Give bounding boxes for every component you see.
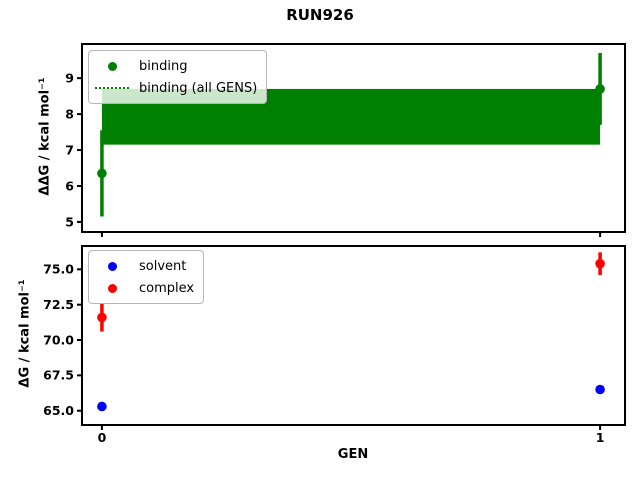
- top-y-axis-label: ΔΔG / kcal mol⁻¹: [37, 77, 53, 196]
- x-tick-label: 0: [98, 430, 107, 445]
- legend-label: solvent: [139, 258, 187, 274]
- y-tick-label: 8: [65, 106, 74, 121]
- y-tick-label: 7: [65, 142, 74, 157]
- circle-marker-icon: [95, 61, 129, 71]
- solvent-point-1: [595, 384, 605, 395]
- legend-item-binding-all-gens-: binding (all GENS): [95, 77, 257, 99]
- legend-item-binding: binding: [95, 55, 257, 77]
- legend-label: binding: [139, 58, 188, 74]
- y-tick-label: 5: [65, 214, 74, 229]
- figure-title: RUN926: [286, 6, 354, 24]
- bottom-legend: solvent complex: [88, 250, 205, 304]
- complex-point-1: [595, 258, 605, 269]
- axes-spines: [81, 245, 626, 426]
- axes-spines: [81, 43, 626, 233]
- bottom-y-axis-label: ΔG / kcal mol⁻¹: [17, 279, 33, 388]
- circle-marker: [107, 283, 117, 293]
- y-tick-label: 70.0: [43, 332, 74, 347]
- solvent-point-0: [97, 401, 107, 412]
- top-legend: binding binding (all GENS): [88, 50, 268, 104]
- y-tick-label: 9: [65, 71, 74, 86]
- circle-marker: [107, 261, 117, 271]
- circle-marker: [107, 61, 117, 71]
- binding-point-0: [97, 168, 107, 179]
- complex-point-0: [97, 312, 107, 323]
- dotted-line-icon: [95, 87, 129, 89]
- dotted-line-marker: [95, 87, 129, 89]
- circle-marker-icon: [95, 283, 129, 293]
- y-tick-label: 67.5: [43, 368, 74, 383]
- x-tick-label: 1: [596, 430, 605, 445]
- y-tick-label: 6: [65, 178, 74, 193]
- y-tick-label: 72.5: [43, 297, 74, 312]
- legend-label: binding (all GENS): [139, 80, 258, 96]
- legend-item-solvent: solvent: [95, 255, 194, 277]
- x-axis-label: GEN: [337, 447, 369, 462]
- y-tick-label: 75.0: [43, 262, 74, 277]
- binding-point-1: [595, 84, 605, 94]
- legend-label: complex: [139, 280, 195, 296]
- legend-item-complex: complex: [95, 277, 194, 299]
- y-tick-label: 65.0: [43, 403, 74, 418]
- circle-marker-icon: [95, 261, 129, 271]
